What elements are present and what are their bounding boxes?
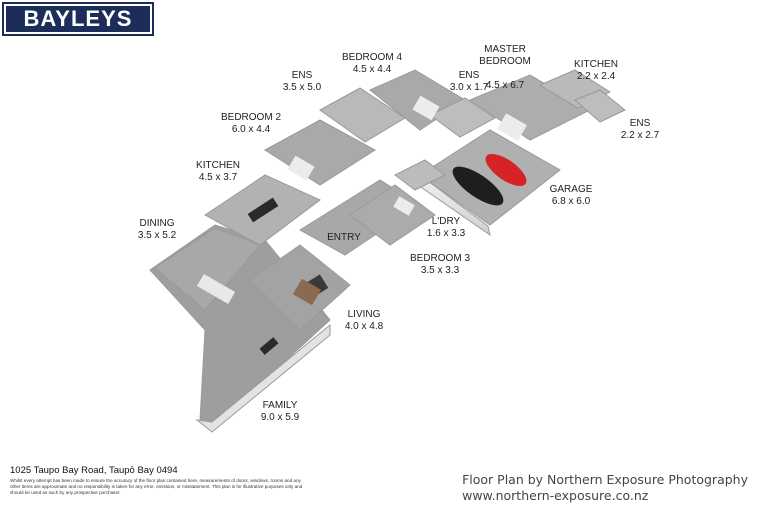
ens-master-floor — [429, 97, 496, 138]
property-address: 1025 Taupo Bay Road, Taupō Bay 0494 — [10, 465, 178, 476]
room-label-kitchen: KITCHEN 4.5 x 3.7 — [196, 160, 240, 184]
bedroom3-floor — [349, 184, 436, 246]
room-name: KITCHEN — [574, 59, 618, 70]
room-name: ENTRY — [327, 232, 361, 243]
room-label-entry: ENTRY — [327, 232, 361, 244]
room-dims: 6.0 x 4.4 — [231, 124, 271, 135]
room-label-laundry: L'DRY 1.6 x 3.3 — [427, 216, 465, 240]
room-name: LIVING — [347, 309, 381, 320]
room-name: ENS — [458, 70, 480, 81]
room-dims: 3.5 x 3.3 — [420, 265, 460, 276]
laundry-floor — [394, 159, 446, 191]
room-dims: 2.2 x 2.4 — [576, 71, 616, 82]
room-name: BEDROOM 4 — [341, 52, 403, 63]
room-dims: 1.6 x 3.3 — [426, 228, 466, 239]
room-name: KITCHEN — [196, 160, 240, 171]
room-label-kitchen-2: KITCHEN 2.2 x 2.4 — [574, 59, 618, 83]
bed-2 — [287, 155, 315, 181]
kitchen-island — [247, 197, 279, 223]
logo-text: BAYLEYS — [6, 6, 150, 32]
room-name: FAMILY — [262, 400, 298, 411]
room-dims: 3.5 x 5.2 — [137, 230, 177, 241]
garage-floor — [419, 129, 561, 226]
room-dims: 3.5 x 5.0 — [282, 82, 322, 93]
room-label-bedroom-3: BEDROOM 3 3.5 x 3.3 — [410, 253, 470, 277]
rug — [292, 278, 322, 306]
tv-unit — [259, 337, 279, 355]
room-name: BEDROOM 3 — [409, 253, 471, 264]
room-label-dining: DINING 3.5 x 5.2 — [138, 218, 176, 242]
room-name: BEDROOM 2 — [220, 112, 282, 123]
dining-table — [196, 273, 236, 305]
disclaimer-text: Whilst every attempt has been made to en… — [10, 478, 303, 495]
red-car — [485, 153, 527, 187]
room-label-living: LIVING 4.0 x 4.8 — [345, 309, 383, 333]
cars — [452, 153, 527, 206]
credit-line: Floor Plan by Northern Exposure Photogra… — [462, 472, 748, 487]
ens3-floor — [574, 89, 626, 123]
room-label-master-bedroom: MASTER BEDROOM 4.5 x 6.7 — [479, 32, 531, 104]
room-label-ens-1: ENS 3.5 x 5.0 — [283, 70, 321, 94]
credit-url: www.northern-exposure.co.nz — [462, 488, 649, 503]
room-dims: 9.0 x 5.9 — [260, 412, 300, 423]
room-name: DINING — [139, 218, 175, 229]
room-name: ENS — [629, 118, 651, 129]
room-name: MASTER BEDROOM — [479, 44, 531, 67]
room-label-family: FAMILY 9.0 x 5.9 — [261, 400, 299, 424]
bed-3 — [393, 196, 415, 216]
credit-block: Floor Plan by Northern Exposure Photogra… — [462, 472, 748, 504]
room-label-bedroom-2: BEDROOM 2 6.0 x 4.4 — [221, 112, 281, 136]
room-label-ens-3: ENS 2.2 x 2.7 — [621, 118, 659, 142]
family-wall-front — [195, 323, 331, 433]
floor-plan-diagram — [149, 69, 626, 433]
room-dims: 6.8 x 6.0 — [551, 196, 591, 207]
black-car — [452, 166, 504, 206]
room-label-ens-2: ENS 3.0 x 1.7 — [450, 70, 488, 94]
room-label-bedroom-4: BEDROOM 4 4.5 x 4.4 — [342, 52, 402, 76]
room-dims: 4.0 x 4.8 — [344, 321, 384, 332]
room-name: GARAGE — [549, 184, 593, 195]
room-dims: 2.2 x 2.7 — [620, 130, 660, 141]
bed-master — [497, 113, 527, 141]
room-name: L'DRY — [431, 216, 461, 227]
bed-4 — [412, 95, 440, 121]
room-dims: 4.5 x 3.7 — [198, 172, 238, 183]
room-dims: 4.5 x 4.4 — [352, 64, 392, 75]
furniture — [196, 95, 527, 355]
room-label-garage: GARAGE 6.8 x 6.0 — [550, 184, 593, 208]
room-dims: 4.5 x 6.7 — [485, 80, 525, 91]
room-dims: 3.0 x 1.7 — [449, 82, 489, 93]
room-name: ENS — [291, 70, 313, 81]
bayleys-logo: BAYLEYS — [2, 2, 154, 36]
